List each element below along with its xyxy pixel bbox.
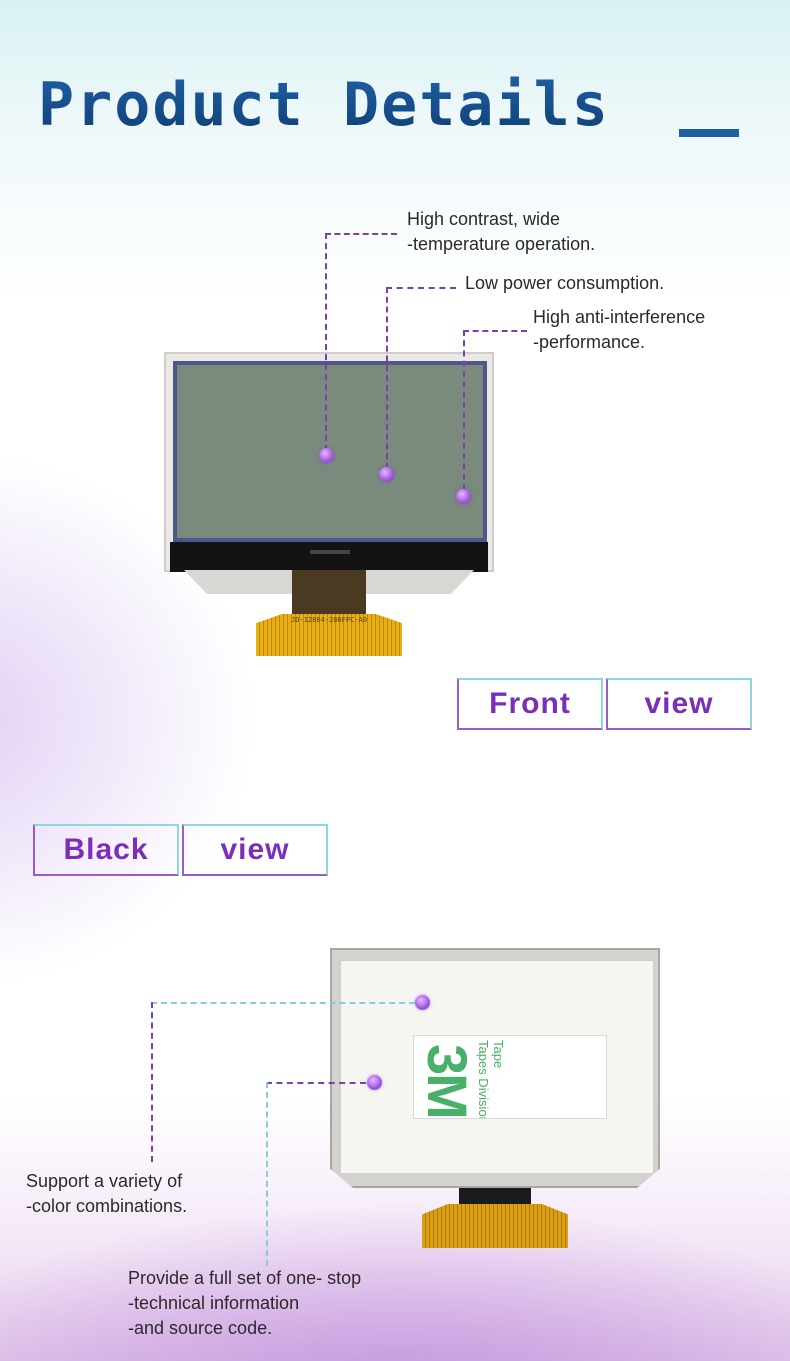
leader-line	[325, 233, 397, 235]
front-view-label: Front view	[457, 678, 752, 730]
tape-text-line: Tape	[491, 1040, 506, 1069]
leader-line	[325, 233, 327, 451]
callout-color-combinations: Support a variety of -color combinations…	[26, 1169, 187, 1219]
leader-line	[151, 1002, 153, 1162]
callout-dot	[379, 467, 394, 482]
back-fpc-cable	[422, 1204, 568, 1248]
leader-line	[463, 330, 527, 332]
lcd-tab	[310, 550, 350, 554]
lcd-front-image: JD-12864-286FPC-A0	[164, 352, 494, 657]
leader-line	[386, 287, 456, 289]
callout-line: Support a variety of	[26, 1171, 183, 1191]
callout-line: -technical information	[128, 1293, 300, 1313]
callout-line: Low power consumption.	[465, 273, 665, 293]
lcd-frame	[164, 352, 494, 572]
fpc-stiffener	[292, 570, 366, 620]
tape-logo: 3M	[416, 1044, 479, 1118]
callout-dot	[415, 995, 430, 1010]
adhesive-tape: 3M Tape Tapes Division	[413, 1035, 607, 1119]
front-view-word1: Front	[457, 678, 603, 730]
leader-line	[266, 1082, 268, 1266]
callout-line: Provide a full set of one- stop	[128, 1268, 362, 1288]
back-stiffener	[459, 1188, 531, 1208]
front-view-word2: view	[606, 678, 752, 730]
back-view-word1: Black	[33, 824, 179, 876]
callout-line: -performance.	[533, 332, 646, 352]
callout-high-contrast: High contrast, wide -temperature operati…	[407, 207, 595, 257]
callout-dot	[367, 1075, 382, 1090]
callout-line: High anti-interference	[533, 307, 706, 327]
callout-dot	[319, 448, 334, 463]
callout-line: -temperature operation.	[407, 234, 596, 254]
callout-line: -and source code.	[128, 1318, 273, 1338]
tape-text: Tape Tapes Division	[476, 1040, 506, 1119]
tape-text-line: Tapes Division	[476, 1040, 491, 1119]
callout-anti-interference: High anti-interference -performance.	[533, 305, 705, 355]
page-title: Product Details	[38, 70, 610, 140]
fpc-marking: JD-12864-286FPC-A0	[291, 616, 367, 624]
leader-line	[151, 1002, 415, 1004]
callout-dot	[456, 489, 471, 504]
leader-line	[266, 1082, 366, 1084]
lcd-back-image: 3M Tape Tapes Division	[330, 948, 660, 1250]
callout-technical-info: Provide a full set of one- stop -technic…	[128, 1266, 361, 1341]
back-view-word2: view	[182, 824, 328, 876]
back-frame: 3M Tape Tapes Division	[330, 948, 660, 1188]
leader-line	[463, 330, 465, 490]
back-plate: 3M Tape Tapes Division	[340, 960, 654, 1174]
callout-line: -color combinations.	[26, 1196, 188, 1216]
lcd-bottom-strip	[170, 542, 488, 572]
leader-line	[386, 287, 388, 469]
callout-line: High contrast, wide	[407, 209, 561, 229]
callout-low-power: Low power consumption.	[465, 271, 664, 296]
back-view-label: Black view	[33, 824, 328, 876]
title-underline-bar	[679, 129, 739, 137]
fpc-cable: JD-12864-286FPC-A0	[256, 614, 402, 656]
